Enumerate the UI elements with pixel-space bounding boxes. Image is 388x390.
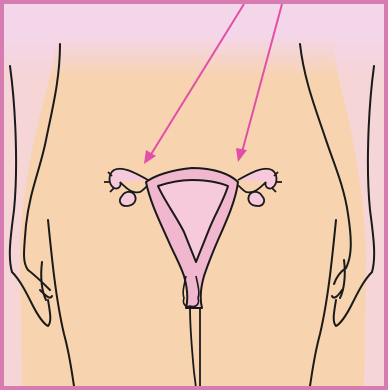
anatomy-illustration: [0, 0, 388, 390]
anatomy-diagram: [0, 0, 388, 390]
